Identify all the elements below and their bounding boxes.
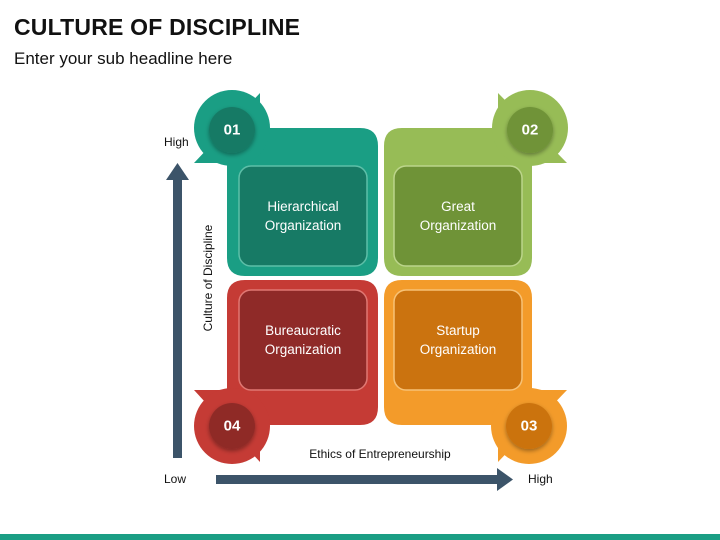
quadrant-01-label: Hierarchical Organization [239, 197, 367, 235]
quadrant-03 [384, 280, 567, 464]
y-axis-high-label: High [164, 135, 189, 149]
bottom-accent-bar [0, 534, 720, 540]
quadrant-02-inner-box [393, 165, 523, 267]
quadrant-04-label-line2: Organization [264, 342, 342, 357]
y-axis-title: Culture of Discipline [201, 224, 215, 332]
page-subtitle: Enter your sub headline here [14, 49, 233, 68]
quadrant-02-badge [507, 107, 553, 153]
quadrant-03-inner-box [393, 289, 523, 391]
x-axis-arrow [216, 468, 513, 491]
quadrant-01-label-line1: Hierarchical [267, 199, 339, 214]
quadrant-02-number: 02 [521, 121, 539, 139]
quadrant-03-label-line2: Organization [419, 342, 497, 357]
quadrant-01 [194, 90, 378, 276]
quadrant-02 [384, 90, 568, 276]
quadrant-02-label-line1: Great [441, 199, 475, 214]
quadrant-02-label: Great Organization [394, 197, 522, 235]
quadrant-04-number: 04 [223, 417, 241, 435]
y-axis-arrow [166, 163, 189, 458]
quadrant-04 [194, 280, 378, 464]
quadrant-02-label-line2: Organization [419, 218, 497, 233]
quadrant-01-label-line2: Organization [264, 218, 342, 233]
quadrant-01-number: 01 [223, 121, 241, 139]
x-axis-title: Ethics of Entrepreneurship [309, 447, 451, 461]
quadrant-04-label: Bureaucratic Organization [239, 321, 367, 359]
quadrant-03-badge [506, 403, 552, 449]
quadrant-01-inner-box [238, 165, 368, 267]
page-title: CULTURE OF DISCIPLINE [14, 14, 301, 40]
quadrant-01-badge [209, 107, 255, 153]
x-axis-high-label: High [528, 472, 553, 486]
quadrant-03-label-line1: Startup [436, 323, 480, 338]
quadrant-04-badge [209, 403, 255, 449]
quadrant-03-number: 03 [520, 417, 538, 435]
quadrant-03-label: Startup Organization [394, 321, 522, 359]
origin-low-label: Low [164, 472, 187, 486]
quadrant-04-label-line1: Bureaucratic [265, 323, 341, 338]
quadrant-04-inner-box [238, 289, 368, 391]
